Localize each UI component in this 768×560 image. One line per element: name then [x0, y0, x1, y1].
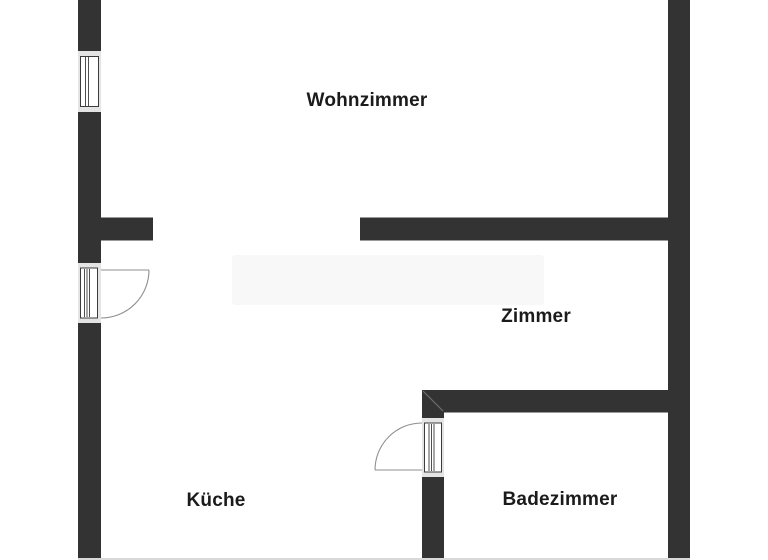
window-icon	[78, 51, 101, 112]
room-label-wohnzimmer: Wohnzimmer	[306, 90, 428, 111]
plan-cut-edge	[78, 558, 690, 560]
door-left-icon	[78, 263, 150, 323]
room-label-kueche: Küche	[186, 490, 246, 511]
watermark	[232, 255, 544, 305]
door-frame	[424, 422, 442, 473]
door-swing-arc	[374, 422, 423, 471]
room-label-badezimmer: Badezimmer	[502, 489, 618, 510]
wall-corner-mitre-line	[422, 390, 444, 412]
wall-zimmer-divider	[422, 390, 668, 413]
wall-living-divider	[360, 217, 668, 241]
wall-right	[668, 0, 690, 559]
wall-left-lower	[78, 323, 101, 559]
door-bath-icon	[374, 418, 444, 477]
window-frame	[80, 56, 99, 107]
wall-left-upper	[78, 0, 101, 51]
wall-left-middle	[78, 112, 101, 263]
room-label-zimmer: Zimmer	[501, 306, 571, 327]
wall-bath-upper	[422, 390, 444, 418]
door-swing-arc	[100, 269, 150, 319]
door-frame	[80, 267, 98, 319]
wall-kitchen-stub	[101, 217, 153, 241]
wall-bath-lower	[422, 477, 444, 559]
